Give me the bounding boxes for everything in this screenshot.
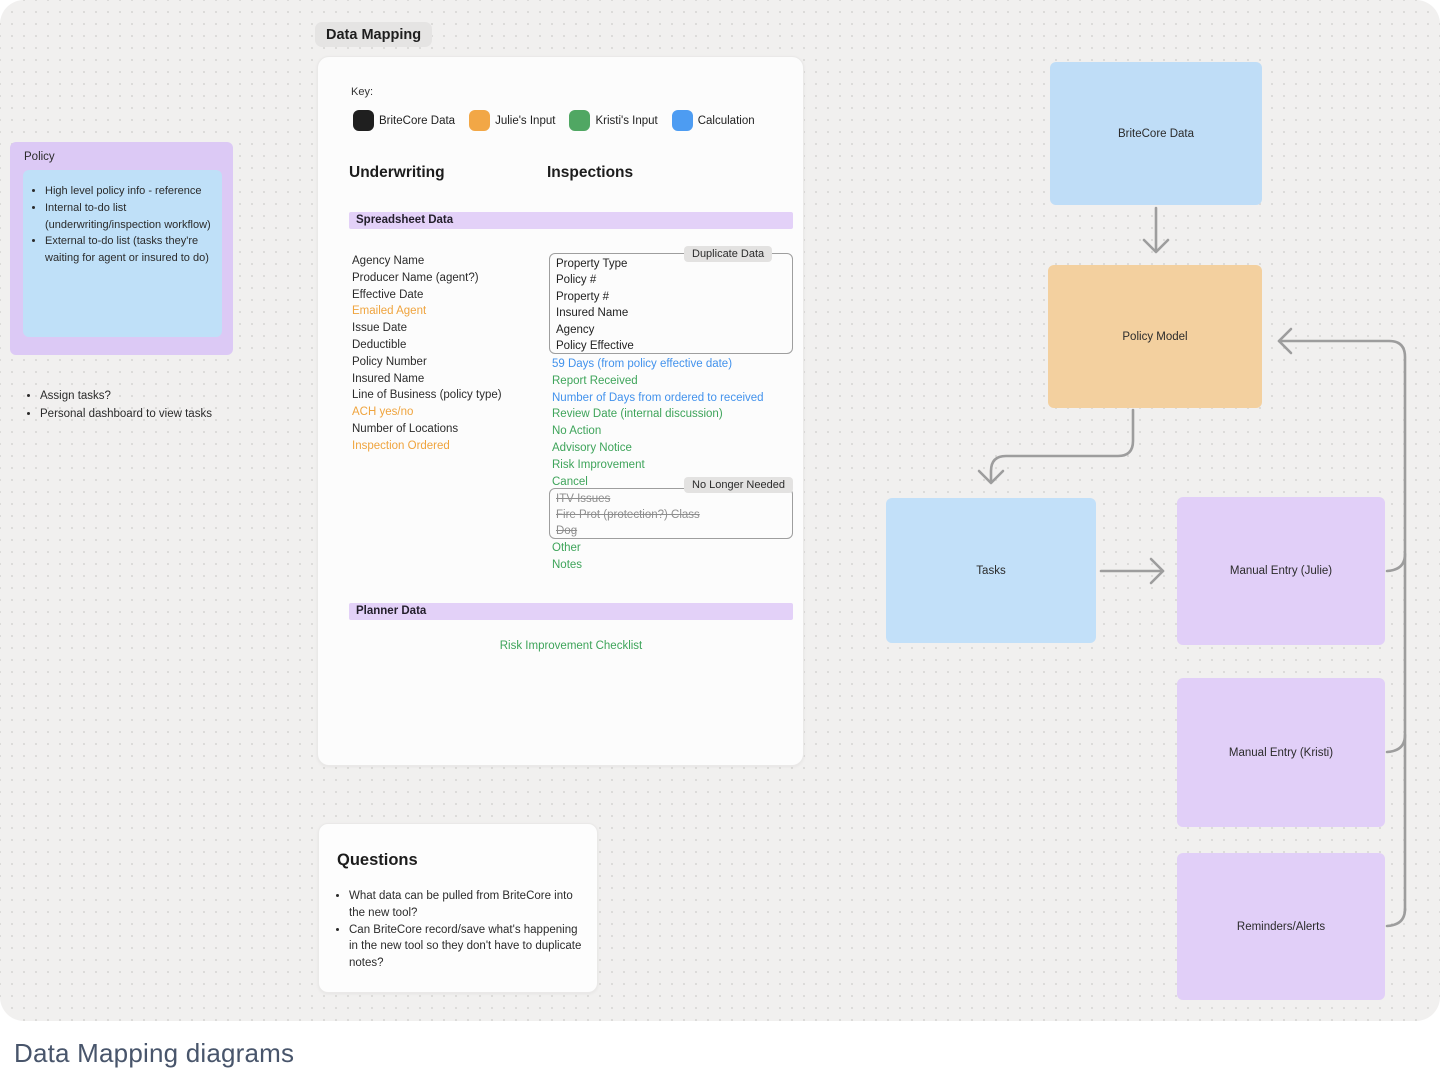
- board-title-tab[interactable]: Data Mapping: [315, 22, 433, 47]
- field-item: No Action: [552, 425, 602, 438]
- removed-field-item: Fire Prot (protection?) Class: [556, 509, 700, 522]
- field-item: Insured Name: [556, 307, 629, 320]
- legend-item-label: Calculation: [697, 114, 755, 127]
- field-item: Agency Name: [352, 255, 425, 267]
- removed-field-item: ITV Issues: [556, 493, 611, 505]
- policy-bullet-list: High level policy info - reference Inter…: [45, 183, 211, 267]
- field-item: Number of Days from ordered to received: [552, 391, 764, 404]
- legend-item: Julie's Input: [469, 110, 555, 131]
- field-item: Policy #: [556, 274, 597, 287]
- legend-color-swatch: [469, 110, 491, 131]
- node-britecore-data[interactable]: BriteCore Data: [1050, 62, 1262, 205]
- field-item: Risk Improvement Checklist: [499, 640, 643, 652]
- duplicate-data-tag[interactable]: Duplicate Data: [684, 246, 773, 262]
- node-label: Tasks: [976, 564, 1006, 577]
- legend-color-swatch: [671, 110, 693, 131]
- question-bullet: What data can be pulled from BriteCore i…: [349, 888, 589, 922]
- page-caption: Data Mapping diagrams: [14, 1038, 295, 1068]
- policy-bullet: High level policy info - reference: [45, 183, 211, 200]
- questions-card[interactable]: Questions What data can be pulled from B…: [318, 823, 598, 993]
- field-item: Property #: [556, 290, 610, 303]
- inspections-heading: Inspections: [547, 164, 634, 181]
- field-item: Notes: [552, 558, 583, 571]
- underwriting-heading: Underwriting: [349, 164, 445, 181]
- inspections-field-list[interactable]: 59 Days (from policy effective date) Rep…: [552, 356, 802, 490]
- board-title-label: Data Mapping: [326, 26, 422, 43]
- field-item: Deductible: [352, 338, 407, 351]
- field-item: Insured Name: [352, 372, 425, 385]
- field-item: Effective Date: [352, 288, 424, 301]
- no-longer-needed-list: ITV Issues Fire Prot (protection?) Class…: [556, 491, 700, 540]
- connector-britecore-to-policy[interactable]: [1142, 206, 1170, 254]
- policy-bullet: Internal to-do list (underwriting/inspec…: [45, 200, 211, 234]
- no-longer-needed-group-box[interactable]: ITV Issues Fire Prot (protection?) Class…: [549, 488, 793, 539]
- node-manual-entry-kristi[interactable]: Manual Entry (Kristi): [1177, 678, 1385, 827]
- connector-policy-to-tasks[interactable]: [977, 408, 1135, 485]
- field-item: Advisory Notice: [552, 441, 632, 454]
- field-item: Issue Date: [352, 322, 407, 335]
- inspections-tail-list[interactable]: Other Notes: [552, 540, 802, 574]
- loose-note: Assign tasks?: [40, 388, 256, 406]
- connector-tasks-to-julie[interactable]: [1099, 557, 1165, 585]
- loose-note: Personal dashboard to view tasks: [40, 406, 256, 424]
- legend-color-swatch: [569, 110, 591, 131]
- node-policy-model[interactable]: Policy Model: [1048, 265, 1262, 408]
- legend-item: Calculation: [671, 110, 755, 131]
- legend-item: Kristi's Input: [569, 110, 658, 131]
- duplicate-data-list: Property Type Policy # Property # Insure…: [556, 256, 634, 354]
- field-item: 59 Days (from policy effective date): [552, 358, 733, 370]
- field-item: Inspection Ordered: [352, 439, 450, 452]
- field-item: Report Received: [552, 374, 638, 387]
- planner-data-header: Planner Data: [349, 603, 793, 620]
- node-label: Manual Entry (Julie): [1229, 565, 1333, 577]
- legend: BriteCore Data Julie's Input Kristi's In…: [353, 110, 755, 131]
- node-manual-entry-julie[interactable]: Manual Entry (Julie): [1177, 497, 1385, 645]
- legend-item-label: Julie's Input: [495, 114, 556, 127]
- node-reminders-alerts[interactable]: Reminders/Alerts: [1177, 853, 1385, 1000]
- field-item: Agency: [556, 323, 595, 336]
- data-mapping-card[interactable]: Key: BriteCore Data Julie's Input: [317, 56, 804, 766]
- policy-bullet: External to-do list (tasks they're waiti…: [45, 233, 211, 267]
- underwriting-field-list[interactable]: Agency Name Producer Name (agent?) Effec…: [352, 253, 562, 455]
- field-item: Cancel: [552, 475, 588, 488]
- node-tasks[interactable]: Tasks: [886, 498, 1096, 643]
- key-label: Key:: [351, 86, 374, 98]
- duplicate-data-group-box[interactable]: Property Type Policy # Property # Insure…: [549, 253, 793, 354]
- node-label: BriteCore Data: [1117, 127, 1195, 140]
- field-item: ACH yes/no: [352, 406, 414, 419]
- field-item: Line of Business (policy type): [352, 389, 502, 402]
- loose-notes-list[interactable]: Assign tasks? Personal dashboard to view…: [26, 388, 256, 423]
- policy-sticky-note[interactable]: Policy High level policy info - referenc…: [10, 142, 233, 355]
- field-item: Other: [552, 542, 581, 554]
- policy-inner-note[interactable]: High level policy info - reference Inter…: [23, 170, 222, 337]
- diagram-canvas[interactable]: Data Mapping Policy High level policy in…: [0, 0, 1440, 1021]
- field-item: Producer Name (agent?): [352, 271, 479, 284]
- no-longer-needed-tag[interactable]: No Longer Needed: [684, 477, 793, 493]
- node-label: Reminders/Alerts: [1236, 920, 1326, 933]
- node-label: Policy Model: [1122, 330, 1188, 343]
- legend-item: BriteCore Data: [353, 110, 455, 131]
- questions-bullet-list: What data can be pulled from BriteCore i…: [349, 888, 589, 972]
- legend-item-label: BriteCore Data: [379, 114, 456, 127]
- field-item: Number of Locations: [352, 422, 459, 435]
- field-item: Emailed Agent: [352, 305, 427, 318]
- planner-item-list[interactable]: Risk Improvement Checklist: [349, 640, 793, 652]
- spreadsheet-data-header: Spreadsheet Data: [349, 212, 793, 229]
- field-item: Policy Effective: [556, 340, 634, 353]
- field-item: Property Type: [556, 258, 628, 270]
- node-label: Manual Entry (Kristi): [1228, 746, 1334, 759]
- removed-field-item: Dog: [556, 525, 578, 538]
- question-bullet: Can BriteCore record/save what's happeni…: [349, 922, 589, 972]
- field-item: Review Date (internal discussion): [552, 408, 723, 421]
- field-item: Risk Improvement: [552, 458, 645, 471]
- legend-color-swatch: [353, 110, 374, 131]
- questions-title: Questions: [337, 851, 418, 869]
- field-item: Policy Number: [352, 355, 427, 368]
- policy-sticky-title: Policy: [24, 151, 55, 163]
- legend-item-label: Kristi's Input: [595, 114, 658, 127]
